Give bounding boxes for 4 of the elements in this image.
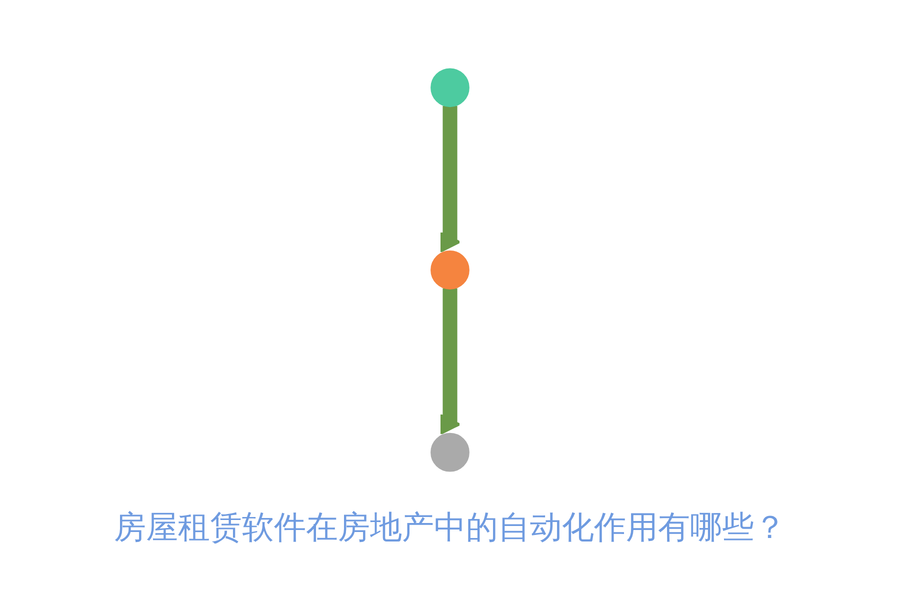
title: 房屋租赁软件在房地产中的自动化作用有哪些？ (114, 507, 786, 548)
node-circle (430, 68, 470, 108)
node-circle (430, 250, 470, 290)
node-circle (430, 432, 470, 472)
